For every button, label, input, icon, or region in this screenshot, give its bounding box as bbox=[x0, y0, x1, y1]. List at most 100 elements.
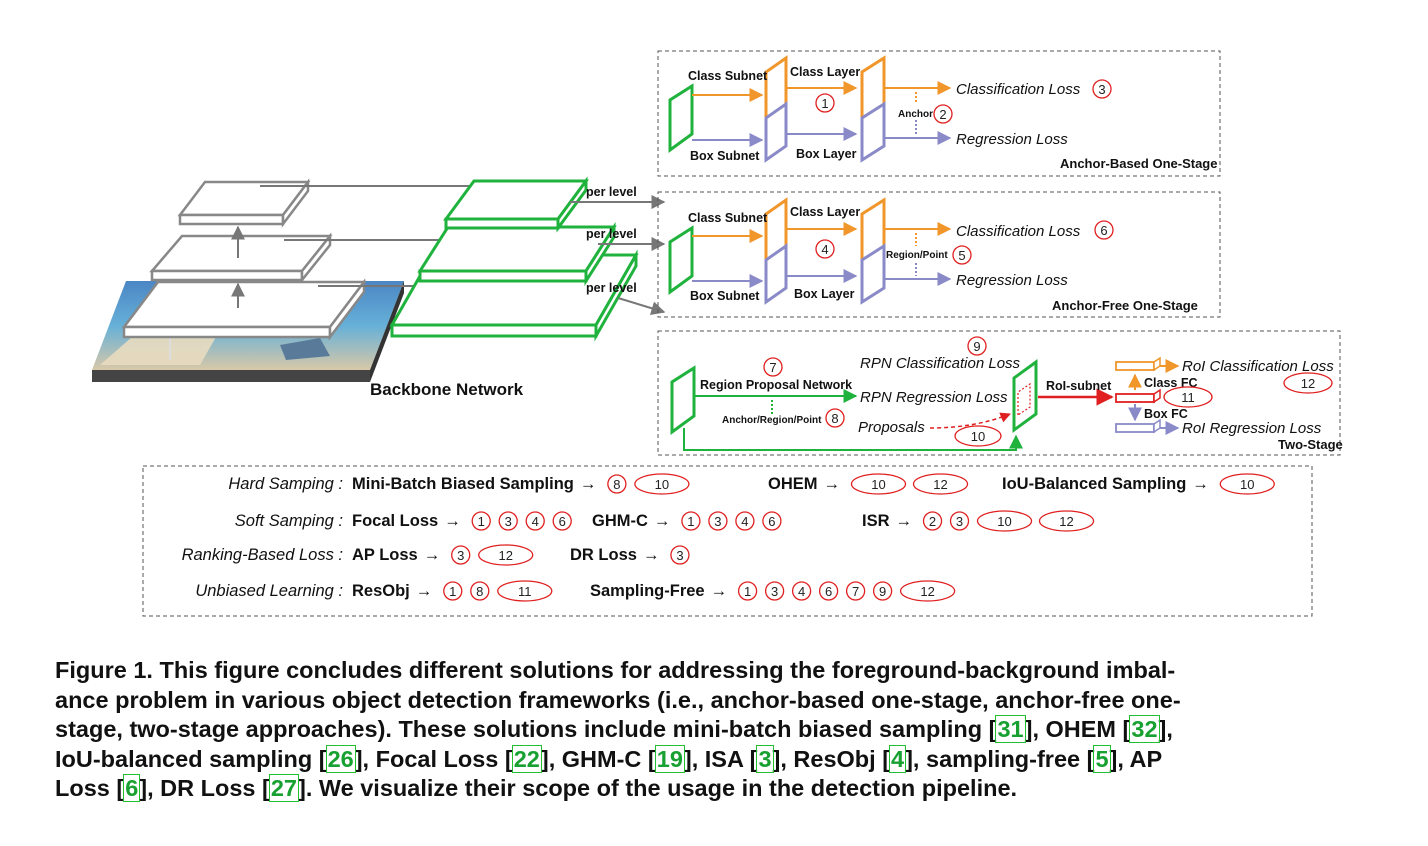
ab-num-1: 1 bbox=[821, 96, 828, 111]
citation-22[interactable]: 22 bbox=[511, 744, 542, 773]
stage-marker-oval bbox=[1038, 510, 1095, 532]
af-classification-loss: Classification Loss bbox=[956, 223, 1081, 240]
stage-marker-circle bbox=[872, 581, 893, 601]
citation-6[interactable]: 6 bbox=[123, 774, 141, 802]
stage-marker-number: 10 bbox=[655, 477, 669, 492]
ts-class-fc: Class FC bbox=[1144, 376, 1198, 390]
ab-box-layer: Box Layer bbox=[796, 147, 857, 161]
stage-marker-number: 10 bbox=[871, 477, 885, 492]
stage-marker-number: 2 bbox=[929, 514, 936, 529]
per-level-label-3: per level bbox=[586, 281, 637, 295]
ts-rpn-classification-loss: RPN Classification Loss bbox=[860, 355, 1021, 372]
method-name: DR Loss bbox=[570, 546, 637, 564]
stage-marker-circle bbox=[552, 511, 572, 531]
backbone-title: Backbone Network bbox=[370, 380, 524, 399]
stage-marker-number: 12 bbox=[498, 548, 512, 563]
caption-text: ]. We visualize their scope of the usage… bbox=[298, 775, 1018, 801]
stage-marker-oval bbox=[634, 473, 690, 495]
stage-marker-circle bbox=[845, 581, 866, 601]
citation-3[interactable]: 3 bbox=[756, 744, 774, 773]
detection-pipeline-diagram: per level per level per level Backbone N… bbox=[92, 50, 1343, 617]
citation-31[interactable]: 31 bbox=[995, 715, 1026, 743]
af-title: Anchor-Free One-Stage bbox=[1052, 298, 1198, 313]
caption-text: IoU-balanced sampling [ bbox=[55, 745, 327, 772]
ts-roi-classification-loss: RoI Classification Loss bbox=[1182, 358, 1334, 375]
ts-roi-subnet: RoI-subnet bbox=[1046, 379, 1112, 393]
stage-marker-number: 3 bbox=[505, 514, 512, 529]
ts-rpn-regression-loss: RPN Regression Loss bbox=[860, 389, 1008, 406]
stage-marker-oval bbox=[912, 473, 969, 495]
arrow-icon: → bbox=[896, 512, 913, 530]
row-label: Soft Samping : bbox=[235, 512, 343, 530]
row-label: Hard Samping : bbox=[228, 475, 343, 493]
citation-27[interactable]: 27 bbox=[268, 774, 300, 802]
anchor-free-panel: Class Subnet Class Layer Box Subnet Box … bbox=[657, 191, 1221, 318]
stage-marker-number: 3 bbox=[771, 584, 778, 599]
stage-marker-oval bbox=[497, 580, 553, 602]
ts-region-proposal-network: Region Proposal Network bbox=[700, 378, 852, 392]
method-name: ResObj bbox=[352, 582, 410, 600]
citation-32[interactable]: 32 bbox=[1129, 715, 1160, 743]
arrow-icon: → bbox=[580, 475, 597, 493]
ts-num-11: 11 bbox=[1181, 390, 1195, 405]
stage-marker-number: 1 bbox=[478, 514, 485, 529]
ab-box-subnet: Box Subnet bbox=[690, 149, 760, 163]
stage-marker-number: 6 bbox=[768, 514, 775, 529]
fpn-layer-1 bbox=[443, 176, 589, 233]
af-region-point: Region/Point bbox=[886, 250, 948, 261]
two-stage-panel: Region Proposal Network Anchor/Region/Po… bbox=[657, 330, 1343, 456]
citation-5[interactable]: 5 bbox=[1093, 744, 1111, 773]
ts-num-10: 10 bbox=[971, 429, 985, 444]
ts-num-7: 7 bbox=[769, 360, 776, 375]
caption-text: ], Focal Loss [ bbox=[354, 745, 513, 772]
backbone-network: per level per level per level Backbone N… bbox=[92, 176, 666, 399]
figure-caption: Figure 1. This figure concludes differen… bbox=[55, 656, 1377, 804]
stage-marker-circle bbox=[818, 581, 839, 601]
stage-marker-number: 3 bbox=[714, 514, 721, 529]
ab-num-2: 2 bbox=[939, 107, 946, 122]
citation-4[interactable]: 4 bbox=[889, 744, 907, 773]
caption-text: ], GHM-C [ bbox=[540, 745, 656, 772]
method-name: IoU-Balanced Sampling bbox=[1002, 475, 1186, 493]
citation-19[interactable]: 19 bbox=[654, 744, 685, 773]
stage-marker-number: 4 bbox=[798, 584, 805, 599]
stage-marker-circle bbox=[498, 511, 518, 531]
stage-marker-number: 3 bbox=[676, 548, 683, 563]
stage-marker-number: 11 bbox=[518, 584, 532, 599]
row-label: Ranking-Based Loss : bbox=[182, 546, 343, 564]
caption-text: ], DR Loss [ bbox=[139, 775, 270, 801]
af-num-5: 5 bbox=[958, 248, 965, 263]
stage-marker-oval bbox=[899, 580, 956, 602]
ts-num-8: 8 bbox=[831, 411, 838, 426]
af-num-6: 6 bbox=[1100, 223, 1107, 238]
arrow-icon: → bbox=[711, 582, 728, 600]
method-name: ISR bbox=[862, 512, 890, 530]
class-fc-box bbox=[1115, 356, 1161, 372]
ab-class-subnet: Class Subnet bbox=[688, 69, 768, 83]
stage-marker-number: 8 bbox=[613, 477, 620, 492]
stage-marker-circle bbox=[949, 511, 970, 531]
stage-marker-number: 1 bbox=[744, 584, 751, 599]
stage-marker-oval bbox=[850, 473, 907, 495]
af-class-subnet: Class Subnet bbox=[688, 211, 768, 225]
ab-anchor: Anchor bbox=[898, 109, 933, 120]
caption-text: ], sampling-free [ bbox=[905, 745, 1095, 772]
stage-marker-circle bbox=[443, 581, 463, 601]
ts-box-fc: Box FC bbox=[1144, 407, 1188, 421]
caption-text: ], ResObj [ bbox=[772, 745, 891, 772]
arrow-icon: → bbox=[654, 512, 671, 530]
caption-line-5: Loss [6], DR Loss [27]. We visualize the… bbox=[55, 774, 1377, 804]
stage-marker-number: 10 bbox=[1240, 477, 1254, 492]
ab-classification-loss: Classification Loss bbox=[956, 81, 1081, 98]
stage-marker-oval bbox=[1219, 473, 1275, 495]
per-level-label-2: per level bbox=[586, 227, 637, 241]
caption-text: ], OHEM [ bbox=[1024, 716, 1131, 742]
backbone-layer-1 bbox=[177, 178, 311, 228]
anchor-based-panel: Class Subnet Class Layer Box Subnet Box … bbox=[657, 50, 1221, 177]
stage-marker-number: 8 bbox=[476, 584, 483, 599]
stage-marker-circle bbox=[791, 581, 812, 601]
stage-marker-circle bbox=[451, 545, 471, 565]
stage-marker-number: 6 bbox=[559, 514, 566, 529]
citation-26[interactable]: 26 bbox=[325, 744, 356, 773]
solutions-table-frame bbox=[142, 465, 1313, 617]
